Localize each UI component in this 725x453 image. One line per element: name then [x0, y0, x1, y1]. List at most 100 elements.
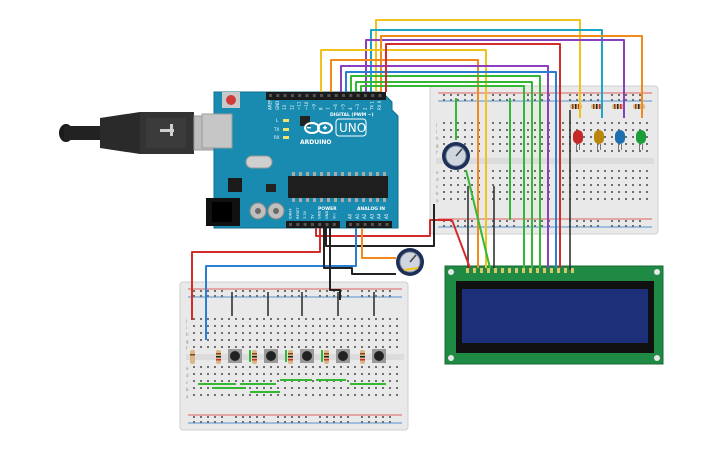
row-letter: a — [186, 394, 189, 399]
pushbutton-1[interactable] — [228, 349, 242, 363]
digital-pin-label: ~3 — [355, 104, 360, 110]
wire-orange-lcd — [330, 59, 479, 268]
wire-yellow-lcd — [320, 49, 487, 268]
digital-pin-label: 7 — [326, 107, 331, 110]
power-pin-label: GND — [325, 211, 329, 219]
row-letter: e — [186, 366, 189, 371]
pushbutton-5[interactable] — [372, 349, 386, 363]
analog-pin-label: A5 — [384, 213, 389, 219]
bottom-green-jumpers — [198, 350, 386, 393]
lcd-screen — [462, 289, 648, 343]
analog-pin-label: A4 — [377, 213, 382, 219]
analog-header — [346, 221, 392, 228]
resistor — [324, 350, 329, 364]
digital-pin-label: 2 — [362, 107, 367, 110]
digital-pin-label: GND — [275, 101, 280, 110]
arduino-logo — [304, 122, 333, 134]
digital-pin-label: ~9 — [311, 104, 316, 110]
analog-pin-label: A2 — [362, 213, 367, 219]
row-letter: i — [436, 129, 437, 134]
atmega-chip — [288, 176, 388, 198]
analog-pin-label: A1 — [355, 213, 360, 219]
wire-green-lcd-1 — [350, 75, 541, 268]
digital-pin-label: 8 — [319, 107, 324, 110]
digital-pin-label: 4 — [348, 107, 353, 110]
tx-label: TX — [273, 127, 279, 132]
power-pin-label: 5V — [310, 214, 314, 219]
analog-label: ANALOG IN — [357, 206, 385, 212]
wire-blue-lcd — [345, 71, 557, 268]
potentiometer-top[interactable] — [442, 142, 470, 170]
led-blue — [615, 130, 625, 150]
row-letter: d — [436, 177, 439, 182]
resistor — [216, 350, 221, 364]
wire-gnd — [325, 204, 435, 247]
row-letter: d — [186, 373, 189, 378]
row-letter: e — [436, 170, 439, 175]
led-green — [636, 130, 646, 150]
analog-pin-label: A0 — [348, 213, 353, 219]
row-letter: b — [186, 387, 189, 392]
pushbutton-3[interactable] — [300, 349, 314, 363]
wires — [191, 19, 643, 340]
analog-pin-label: A3 — [369, 213, 374, 219]
wire-5v — [315, 219, 452, 237]
row-letter: c — [186, 380, 188, 385]
power-pin-label: 3.3V — [303, 210, 307, 219]
pushbutton-4[interactable] — [336, 349, 350, 363]
digital-pin-label: 12 — [289, 104, 294, 110]
digital-pin-label: ~6 — [333, 104, 338, 110]
row-letter: j — [435, 122, 437, 127]
row-letter: i — [186, 325, 187, 330]
wire-purple-lcd — [340, 65, 549, 268]
wire-blue-bottom — [205, 228, 357, 340]
wire-red-lcd — [385, 43, 561, 268]
power-pin-label: Vin — [332, 213, 336, 219]
digital-pin-label: ~5 — [341, 104, 346, 110]
resistor — [252, 350, 257, 364]
row-letter: f — [186, 346, 188, 351]
potentiometer-bottom[interactable] — [396, 248, 424, 276]
led-yellow — [594, 130, 604, 150]
row-letter: h — [436, 136, 439, 141]
row-letter: f — [436, 150, 438, 155]
power-label: POWER — [318, 206, 337, 212]
model-label: UNO — [339, 121, 366, 135]
row-letter: b — [436, 191, 439, 196]
usb-jack — [201, 113, 233, 149]
digital-pin-label: AREF — [268, 99, 273, 110]
wire-green-lcd-2 — [355, 81, 533, 268]
wire-green-lcd-3 — [360, 85, 525, 268]
pushbutton-2[interactable] — [264, 349, 278, 363]
pushbutton-group — [190, 349, 386, 364]
digital-pin-label: ~11 — [297, 101, 302, 110]
resistor — [288, 350, 293, 364]
power-pin-label: GND — [318, 211, 322, 219]
digital-header — [266, 92, 386, 100]
wire-red-bottom — [191, 228, 321, 320]
row-letter: h — [186, 332, 189, 337]
l-label: L — [276, 118, 279, 123]
digital-pin-label: RX 0 — [377, 100, 382, 110]
digital-label: DIGITAL (PWM ~) — [330, 112, 374, 118]
digital-pin-label: TX 1 — [370, 101, 375, 111]
row-letter: a — [436, 198, 439, 203]
wire-yellow-led — [375, 19, 581, 118]
brand-label: ARDUINO — [300, 139, 331, 146]
row-letter: g — [186, 339, 189, 344]
power-pin-label: IOREF — [289, 208, 293, 219]
digital-pin-label: ~10 — [304, 101, 309, 110]
resistor — [360, 350, 365, 364]
lcd-pin-header — [466, 268, 574, 273]
wire-orange-led — [380, 35, 643, 118]
digital-pin-label: 13 — [282, 104, 287, 110]
resistor — [190, 350, 195, 364]
row-letter: j — [185, 318, 187, 323]
